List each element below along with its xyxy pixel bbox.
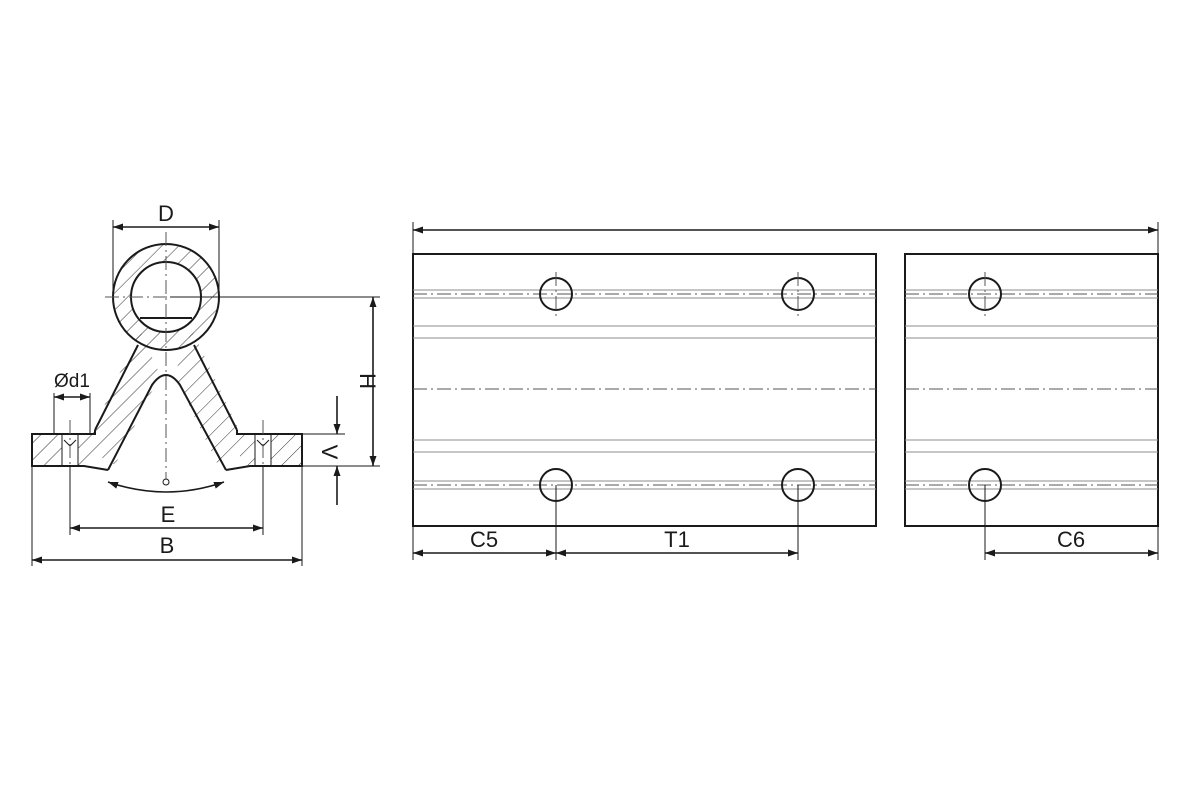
label-t1: T1 xyxy=(664,527,690,552)
rail-segment-right xyxy=(904,253,1159,527)
profile-outline xyxy=(31,243,303,493)
mounting-holes xyxy=(539,272,1002,502)
dimension-c6: C6 xyxy=(984,485,1159,560)
dimension-overall-length xyxy=(412,222,1159,254)
label-c6: C6 xyxy=(1057,527,1085,552)
rail-segment-left xyxy=(412,253,877,527)
section-hatching xyxy=(32,244,302,466)
label-v: V xyxy=(317,445,342,460)
dimension-d: D xyxy=(112,201,220,295)
label-h: H xyxy=(355,373,380,389)
dimension-c5: C5 xyxy=(412,485,557,560)
label-c5: C5 xyxy=(470,527,498,552)
label-d: D xyxy=(158,201,174,226)
label-b: B xyxy=(160,533,175,558)
dimension-b: B xyxy=(31,466,303,566)
dimension-t1: T1 xyxy=(556,485,799,560)
label-d1: Ød1 xyxy=(54,371,90,392)
side-view: C5 T1 C6 xyxy=(412,222,1159,560)
dimension-d1: Ød1 xyxy=(53,371,91,434)
label-e: E xyxy=(161,502,176,527)
dimension-v: V xyxy=(302,396,345,505)
cross-section-view: D H Ød1 V E xyxy=(31,201,380,566)
dimension-e: E xyxy=(69,466,264,535)
